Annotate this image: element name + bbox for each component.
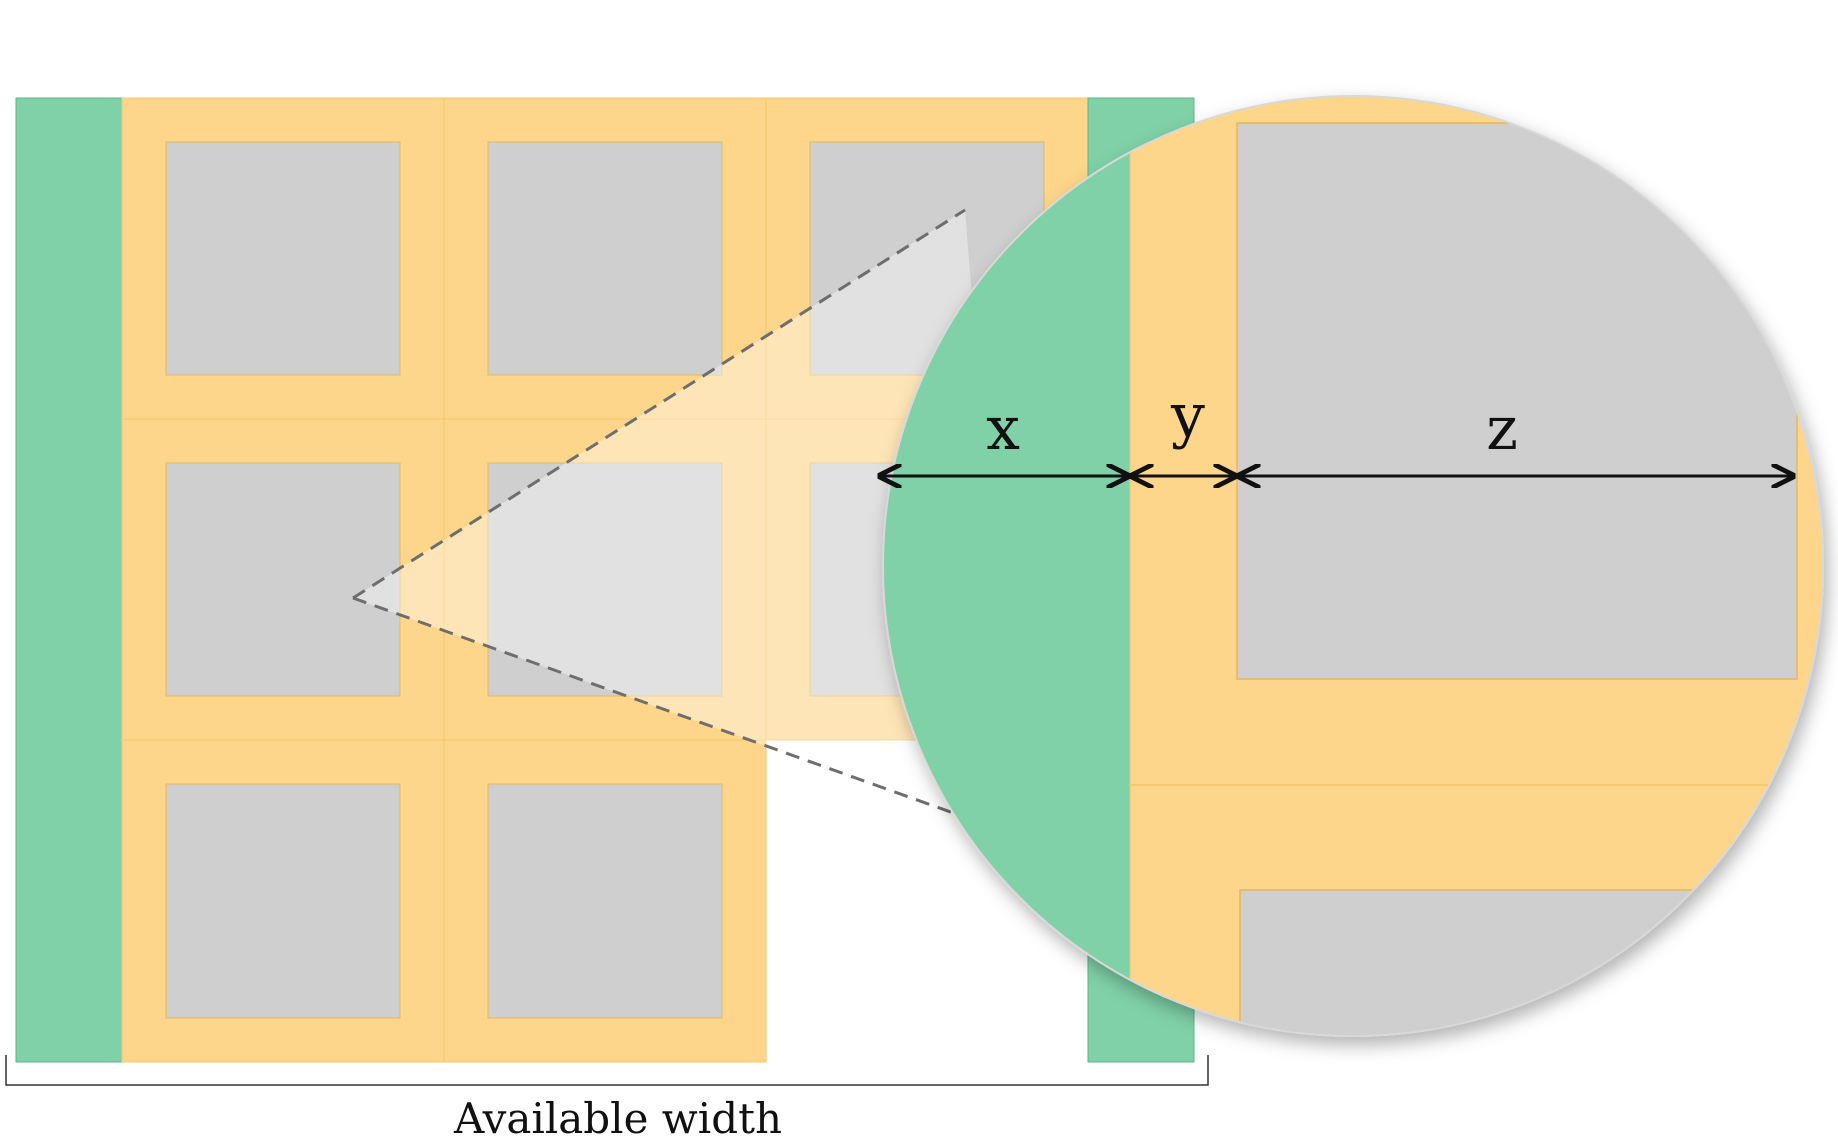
- grid-tile: [165, 783, 401, 1019]
- zoom-wedge: [353, 210, 1015, 835]
- zoom-guide-line: [352, 208, 966, 600]
- width-bracket: [5, 1055, 1209, 1086]
- left-sidebar: [15, 97, 123, 1063]
- zoom-guide-line: [352, 596, 1016, 837]
- zoomed-tile: [1239, 889, 1801, 1036]
- y-measure-label: y: [1170, 381, 1205, 451]
- grid-tile: [487, 462, 723, 697]
- z-measure-label: z: [1486, 394, 1518, 464]
- grid-tile: [165, 462, 401, 697]
- available-width-label: Available width: [453, 1094, 782, 1143]
- grid-tile: [487, 783, 723, 1019]
- x-measure-label: x: [986, 394, 1020, 464]
- grid-tile: [165, 141, 401, 376]
- grid-tile: [487, 141, 723, 376]
